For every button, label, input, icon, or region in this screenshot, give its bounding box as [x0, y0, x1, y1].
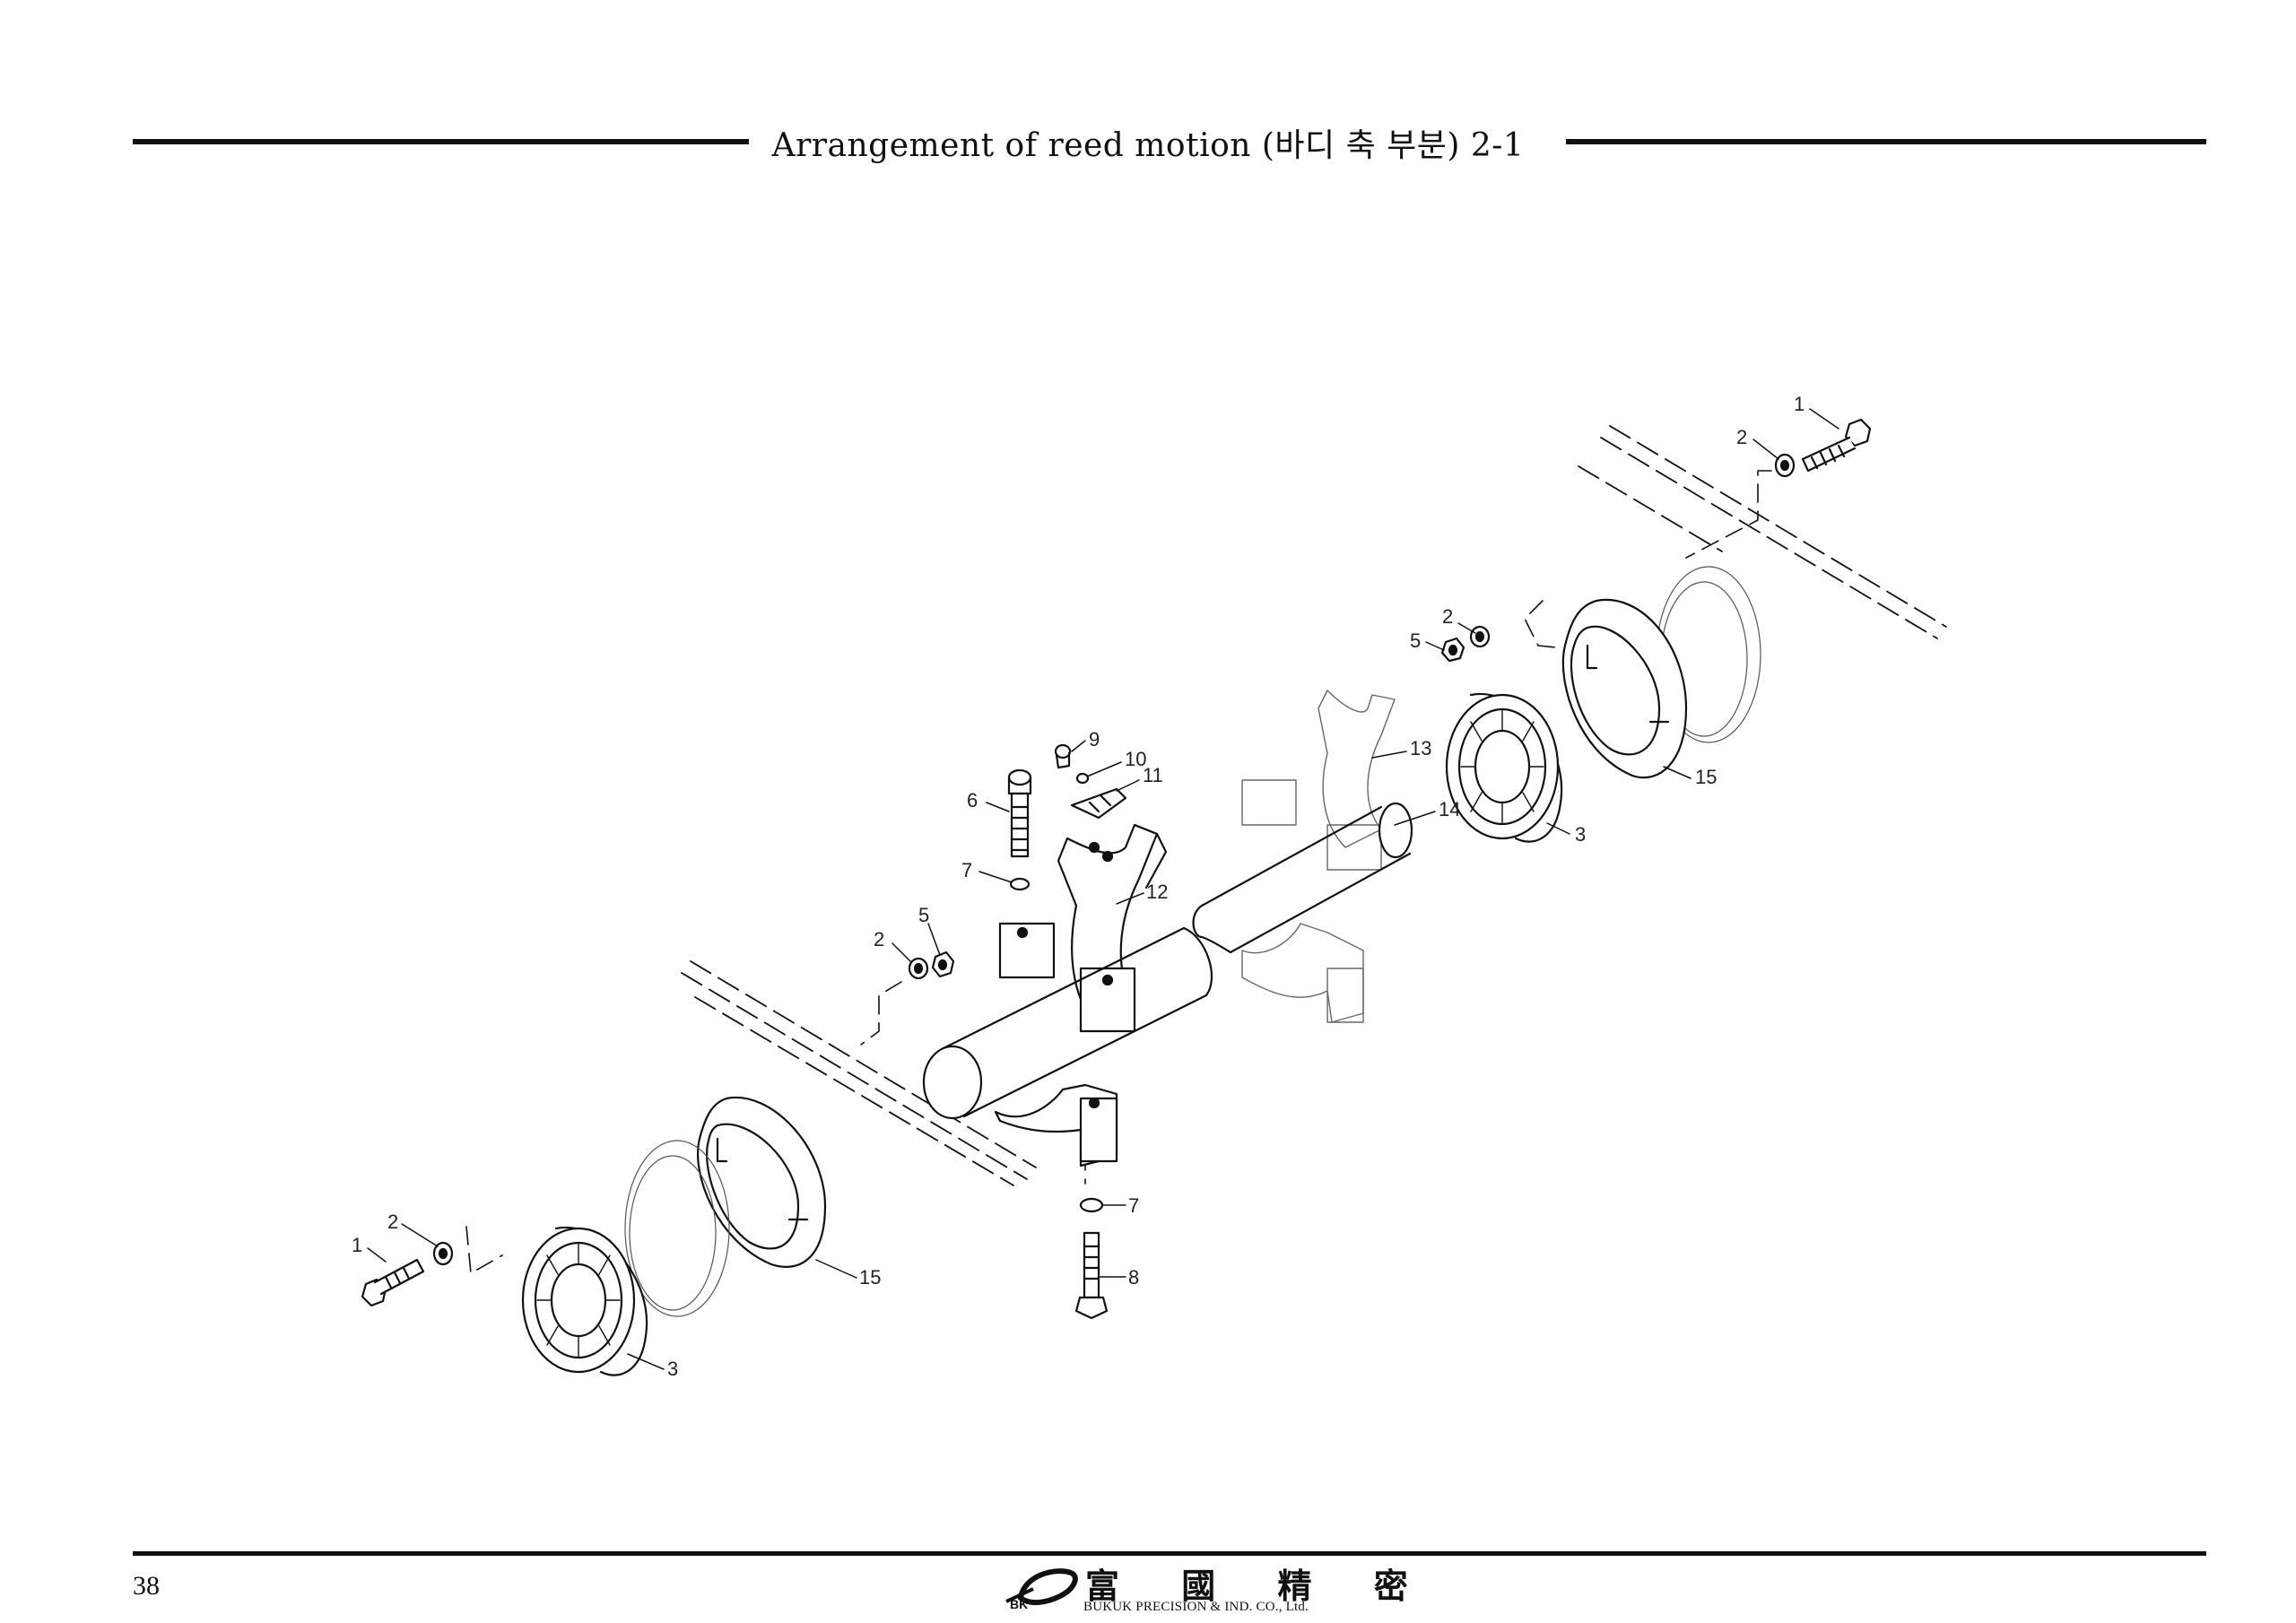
label-bolt-8: 8: [1128, 1266, 1139, 1289]
label-washer-mid: 2: [1442, 605, 1453, 628]
washer-7-bottom: [1079, 1197, 1104, 1213]
bolt-8: [1074, 1231, 1109, 1320]
bolt-left: [361, 1258, 425, 1307]
label-key-11: 11: [1143, 764, 1163, 786]
nut-mid-right: [1440, 637, 1465, 663]
retaining-ring-right: [1561, 598, 1688, 779]
leader-lines: [367, 408, 1839, 1370]
washer-left: [432, 1241, 454, 1266]
label-nut-mid: 5: [1410, 629, 1421, 652]
label-washer-7-bottom: 7: [1128, 1194, 1139, 1217]
footer-rule: [133, 1551, 2206, 1556]
label-shaft-14: 14: [1439, 798, 1460, 820]
washer-mid-right: [1469, 625, 1491, 648]
label-bolt-6: 6: [967, 789, 978, 812]
centerline-left: [681, 960, 1037, 1186]
washer-7-top: [1009, 877, 1031, 891]
ghost-ring-left: [624, 1140, 730, 1317]
retaining-ring-left: [697, 1096, 827, 1268]
label-nut-left-mid: 5: [918, 904, 929, 926]
page-title: Arrangement of reed motion (바디 축 부분) 2-1: [0, 119, 2296, 166]
label-washer-10: 10: [1125, 748, 1146, 770]
label-washer-left: 2: [387, 1211, 398, 1233]
bearing-left: [521, 1226, 648, 1376]
bracket-13-ghost: [1241, 690, 1396, 1023]
washer-top-right: [1774, 453, 1796, 478]
bk-logo-mark: BK: [1005, 1568, 1078, 1611]
washer-mid-left: [908, 957, 929, 980]
washer-10: [1075, 772, 1090, 785]
logo-mark-text: BK: [1010, 1597, 1028, 1611]
bolt-6: [1007, 768, 1032, 858]
centerline-right: [1578, 425, 1947, 639]
label-bracket-13: 13: [1410, 737, 1431, 759]
main-shaft: [922, 926, 1213, 1120]
key-11: [1070, 787, 1127, 820]
nut-mid-left: [931, 950, 955, 978]
label-bolt-left: 1: [352, 1234, 362, 1256]
bearing-right: [1445, 692, 1563, 843]
label-washer-7-top: 7: [961, 859, 972, 881]
shaft-right: [1192, 802, 1413, 954]
label-ring-15-left: 15: [859, 1266, 881, 1289]
company-logo: BK 富 國 精 密 BUKUK PRECISION & IND. CO., L…: [997, 1558, 1408, 1621]
label-bearing-3-left: 3: [667, 1358, 678, 1380]
bracket-12-bottom: [994, 1083, 1118, 1167]
label-bracket-12: 12: [1146, 881, 1168, 903]
label-bolt-top: 1: [1794, 393, 1805, 415]
bolt-top-right: [1801, 418, 1872, 473]
label-washer-left-mid: 2: [874, 928, 884, 950]
label-washer-top: 2: [1736, 426, 1747, 448]
logo-hanja-text: 富 國 精 密: [1085, 1566, 1433, 1606]
page-number: 38: [133, 1571, 160, 1601]
header-rule-left: [133, 139, 770, 144]
label-ring-15-right: 15: [1695, 766, 1717, 788]
label-screw-9: 9: [1089, 728, 1100, 751]
header-rule-right: [1566, 139, 2206, 144]
callout-labels: 1 2 2 5 9 10 11 6 7 12 13 14 15 3 5 2 2 …: [352, 393, 1805, 1380]
screw-9: [1054, 743, 1072, 769]
bracket-12: [998, 823, 1168, 1033]
logo-company-name: BUKUK PRECISION & IND. CO., Ltd.: [1083, 1600, 1309, 1614]
label-bearing-3-right: 3: [1575, 823, 1586, 846]
